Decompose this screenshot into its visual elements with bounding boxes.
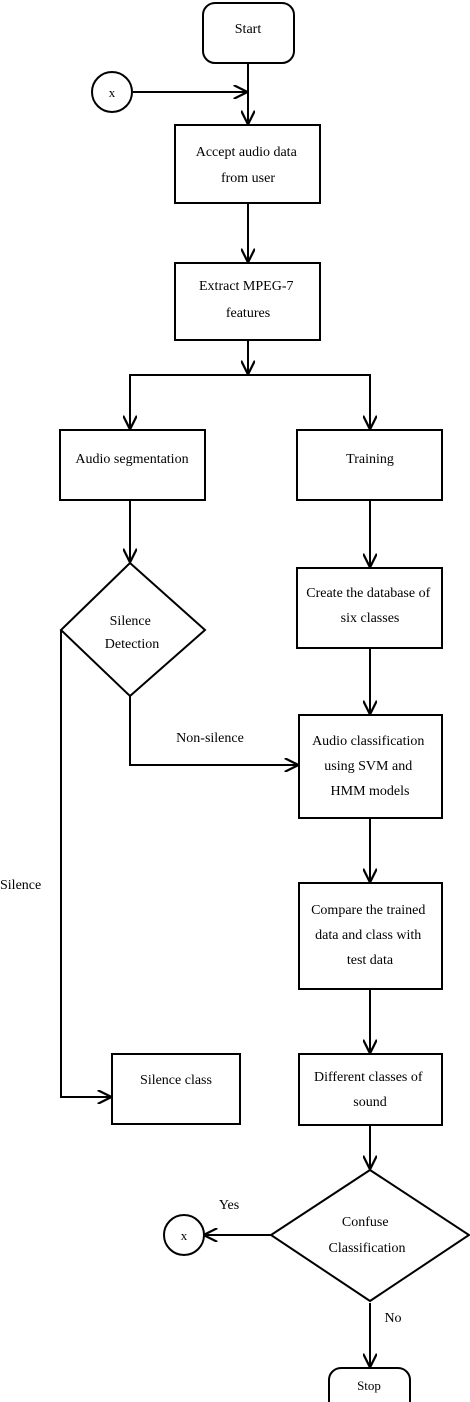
node-silence-detection-label: Silence Detection bbox=[105, 614, 159, 652]
node-accept: Accept audio data from user bbox=[174, 124, 321, 204]
compare-line-2: data and class with bbox=[315, 928, 421, 943]
node-different-classes-label: Different classes of sound bbox=[314, 1070, 426, 1110]
compare-line-3: test data bbox=[347, 953, 394, 968]
node-classification: Audio classification using SVM and HMM m… bbox=[298, 714, 443, 819]
edge-label-non-silence: Non-silence bbox=[176, 731, 244, 746]
silence-detection-line-2: Detection bbox=[105, 637, 159, 652]
node-training: Training bbox=[296, 429, 443, 501]
different-classes-line-1: Different classes of bbox=[314, 1070, 423, 1085]
node-start: Start bbox=[202, 2, 295, 64]
edge-label-silence: Silence bbox=[0, 878, 41, 893]
connector-bottom-label: x bbox=[181, 1228, 188, 1243]
start-line-1: Start bbox=[235, 22, 262, 37]
segmentation-line-1: Audio segmentation bbox=[75, 452, 188, 467]
create-db-line-2: six classes bbox=[341, 611, 400, 626]
silence-class-line-1: Silence class bbox=[140, 1073, 212, 1088]
edge-silence bbox=[60, 630, 110, 1097]
accept-line-1: Accept audio data bbox=[196, 145, 298, 160]
confuse-line-2: Classification bbox=[329, 1241, 406, 1256]
node-segmentation: Audio segmentation bbox=[59, 429, 206, 501]
accept-line-2: from user bbox=[221, 171, 275, 186]
connector-top-label: x bbox=[109, 85, 116, 100]
node-compare: Compare the trained data and class with … bbox=[298, 882, 443, 990]
edge-label-yes: Yes bbox=[219, 1198, 239, 1213]
create-db-line-1: Create the database of bbox=[306, 586, 430, 601]
training-line-1: Training bbox=[346, 452, 394, 467]
edge-non-silence bbox=[129, 696, 297, 765]
silence-detection-line-1: Silence bbox=[110, 614, 151, 629]
extract-line-1: Extract MPEG-7 bbox=[199, 279, 293, 294]
connector-top: x bbox=[91, 71, 133, 113]
node-classification-label: Audio classification using SVM and HMM m… bbox=[312, 734, 428, 799]
node-silence-class: Silence class bbox=[111, 1053, 241, 1125]
compare-line-1: Compare the trained bbox=[311, 903, 425, 918]
node-start-label: Start bbox=[235, 22, 262, 37]
classification-line-2: using SVM and bbox=[324, 759, 412, 774]
node-extract-label: Extract MPEG-7 features bbox=[199, 279, 297, 321]
edge-label-no: No bbox=[384, 1311, 401, 1326]
edge-split-to-segmentation bbox=[130, 374, 248, 428]
node-training-label: Training bbox=[346, 452, 394, 467]
connector-top-line-1: x bbox=[109, 85, 116, 100]
node-compare-label: Compare the trained data and class with … bbox=[311, 903, 429, 968]
node-confuse-classification: Confuse Classification bbox=[269, 1168, 470, 1303]
node-segmentation-label: Audio segmentation bbox=[75, 452, 188, 467]
classification-line-1: Audio classification bbox=[312, 734, 424, 749]
confuse-line-1: Confuse bbox=[342, 1215, 389, 1230]
node-silence-detection: Silence Detection bbox=[59, 561, 207, 698]
different-classes-line-2: sound bbox=[353, 1095, 386, 1110]
edges bbox=[60, 63, 370, 1366]
edge-split-to-training bbox=[248, 374, 370, 428]
node-accept-label: Accept audio data from user bbox=[196, 145, 301, 186]
classification-line-3: HMM models bbox=[331, 784, 410, 799]
connector-bottom-line-1: x bbox=[181, 1228, 188, 1243]
connector-bottom: x bbox=[163, 1214, 205, 1256]
node-create-database-label: Create the database of six classes bbox=[306, 586, 434, 626]
node-extract: Extract MPEG-7 features bbox=[174, 262, 321, 341]
node-silence-class-label: Silence class bbox=[140, 1073, 212, 1088]
extract-line-2: features bbox=[226, 306, 270, 321]
node-stop-label: Stop bbox=[357, 1378, 381, 1393]
node-different-classes: Different classes of sound bbox=[298, 1053, 443, 1126]
stop-line-1: Stop bbox=[357, 1378, 381, 1393]
node-stop: Stop bbox=[328, 1367, 411, 1402]
node-confuse-label: Confuse Classification bbox=[329, 1215, 406, 1256]
node-create-database: Create the database of six classes bbox=[296, 567, 443, 649]
